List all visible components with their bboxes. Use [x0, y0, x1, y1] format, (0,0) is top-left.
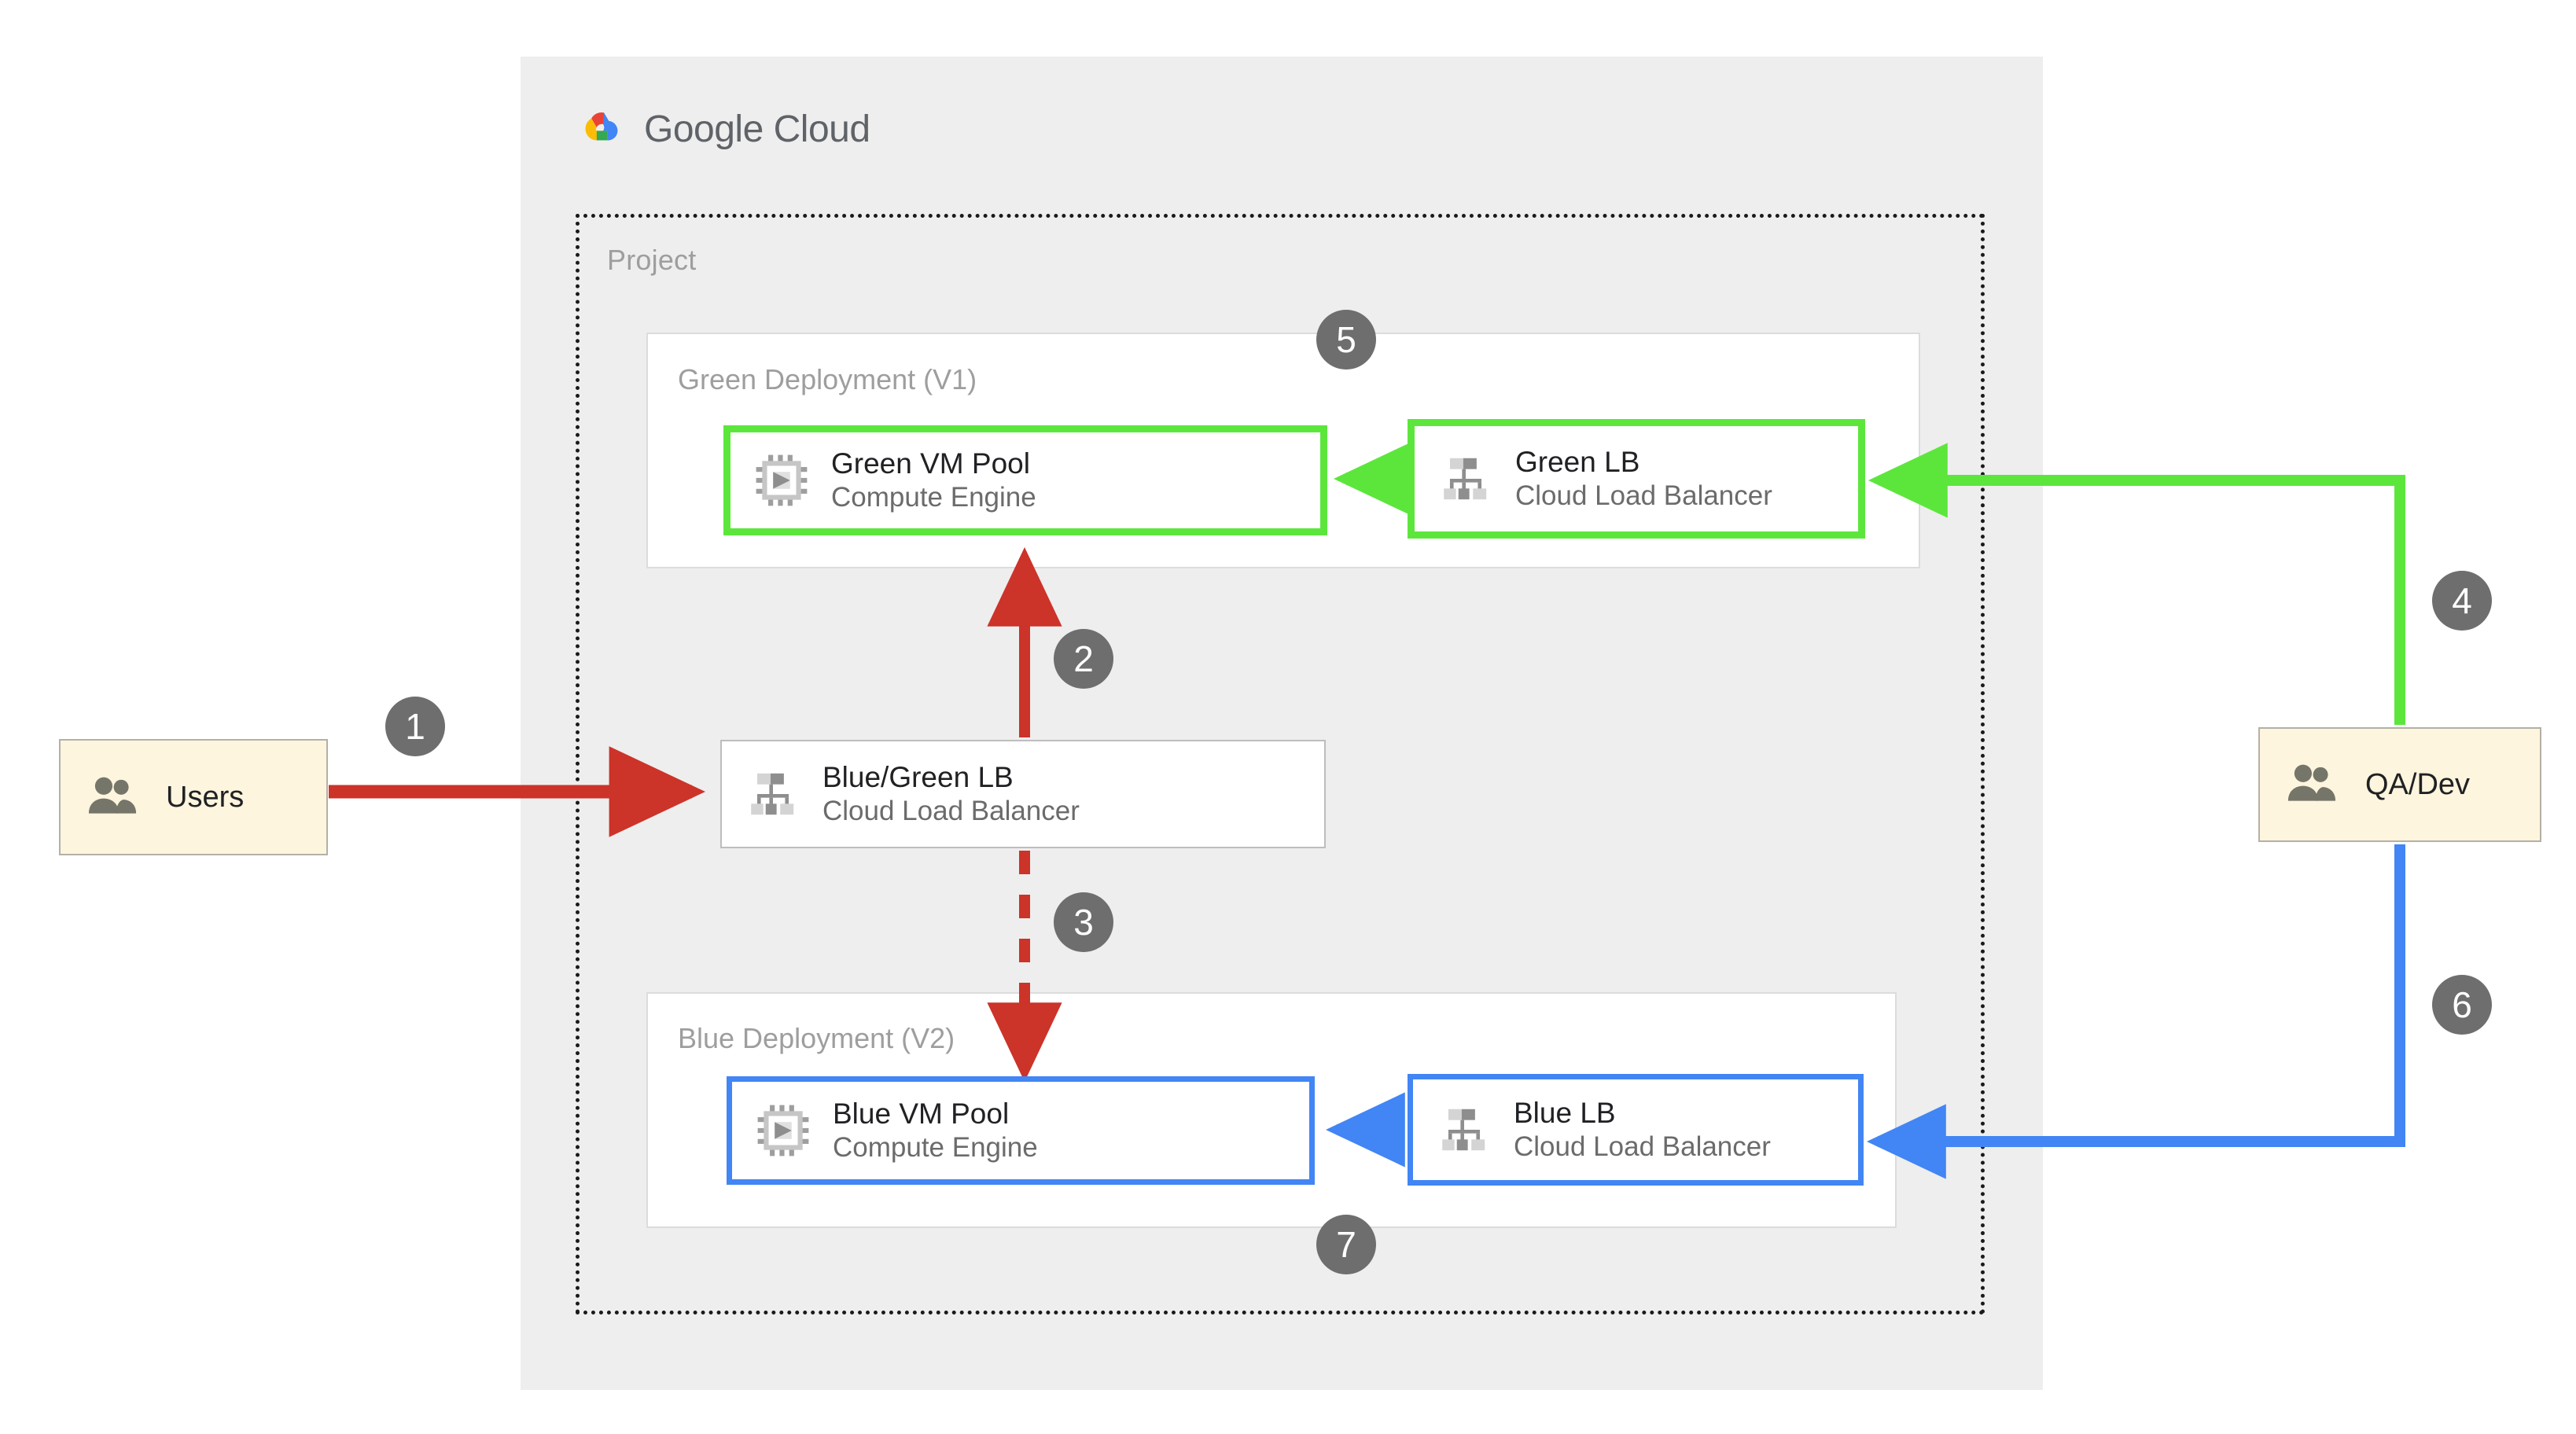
node-subtitle: Compute Engine	[831, 482, 1036, 513]
blue-deployment-label: Blue Deployment (V2)	[678, 1022, 955, 1054]
node-subtitle: Compute Engine	[833, 1132, 1038, 1164]
actor-users[interactable]: Users	[59, 739, 328, 855]
green-deployment-label: Green Deployment (V1)	[678, 363, 977, 395]
cpu-chip-icon	[753, 451, 811, 509]
node-green-vm-pool-text: Green VM Pool Compute Engine	[831, 446, 1036, 515]
step-badge-7: 7	[1316, 1215, 1376, 1274]
node-subtitle: Cloud Load Balancer	[822, 796, 1080, 827]
cpu-chip-icon	[754, 1101, 812, 1160]
actor-qa-dev[interactable]: QA/Dev	[2258, 727, 2541, 842]
people-icon	[2282, 755, 2342, 814]
node-blue-vm-pool-text: Blue VM Pool Compute Engine	[833, 1096, 1038, 1165]
node-blue-green-lb[interactable]: Blue/Green LB Cloud Load Balancer	[720, 740, 1326, 848]
step-badge-2: 2	[1054, 629, 1113, 689]
node-title: Blue/Green LB	[822, 761, 1014, 794]
node-blue-green-lb-text: Blue/Green LB Cloud Load Balancer	[822, 759, 1080, 829]
load-balancer-icon	[744, 765, 802, 823]
node-green-lb[interactable]: Green LB Cloud Load Balancer	[1408, 419, 1865, 539]
node-green-vm-pool[interactable]: Green VM Pool Compute Engine	[723, 425, 1327, 535]
load-balancer-icon	[1437, 450, 1495, 508]
project-container	[576, 214, 1985, 1314]
node-green-lb-text: Green LB Cloud Load Balancer	[1515, 444, 1772, 513]
project-label: Project	[607, 244, 697, 276]
brand-name-google: Google	[644, 108, 764, 150]
load-balancer-icon	[1435, 1101, 1493, 1159]
step-badge-3: 3	[1054, 892, 1113, 952]
brand-name-cloud: Cloud	[773, 108, 870, 150]
google-cloud-logo-icon	[578, 107, 627, 151]
node-subtitle: Cloud Load Balancer	[1515, 480, 1772, 512]
google-cloud-brand: Google Cloud	[578, 107, 870, 151]
node-blue-vm-pool[interactable]: Blue VM Pool Compute Engine	[727, 1076, 1315, 1185]
people-icon	[83, 767, 142, 827]
step-badge-5: 5	[1316, 310, 1376, 370]
node-title: Blue LB	[1514, 1097, 1616, 1130]
step-badge-4: 4	[2432, 571, 2492, 631]
step-badge-1: 1	[385, 697, 445, 756]
node-title: Blue VM Pool	[833, 1098, 1010, 1131]
node-title: Green VM Pool	[831, 447, 1030, 480]
step-badge-6: 6	[2432, 975, 2492, 1035]
node-subtitle: Cloud Load Balancer	[1514, 1131, 1771, 1163]
actor-users-label: Users	[166, 780, 245, 814]
node-blue-lb[interactable]: Blue LB Cloud Load Balancer	[1408, 1074, 1864, 1186]
actor-qa-dev-label: QA/Dev	[2365, 767, 2471, 801]
brand-wordmark: Google Cloud	[644, 108, 870, 151]
node-title: Green LB	[1515, 446, 1640, 479]
node-blue-lb-text: Blue LB Cloud Load Balancer	[1514, 1095, 1771, 1164]
